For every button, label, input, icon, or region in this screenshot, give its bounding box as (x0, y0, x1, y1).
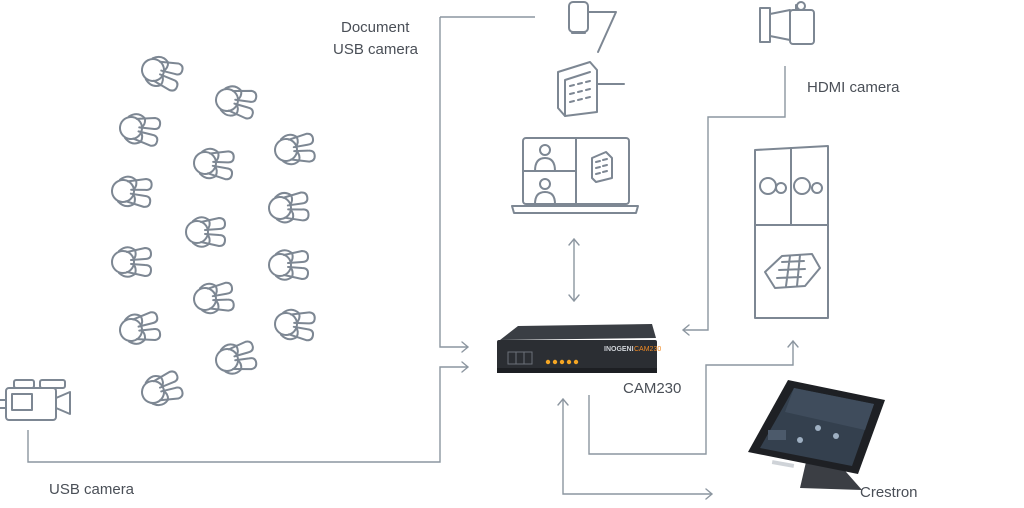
crestron-touch-panel-icon (748, 380, 885, 490)
connection-lines (27, 16, 799, 500)
crestron-wire (562, 400, 711, 495)
device-model-text: CAM230 (634, 346, 661, 353)
hdmi-camera-arrow (681, 324, 690, 336)
doc-camera-arrow (461, 341, 470, 353)
cam230-device: INOGENI CAM230 (497, 324, 661, 373)
laptop-link-arrows (568, 237, 580, 303)
device-brand-text: INOGENI (604, 346, 634, 353)
audience-icon (109, 51, 317, 411)
crestron-arrows (557, 397, 714, 500)
hdmi-camera-wire (683, 66, 786, 331)
doc-camera-wire (439, 17, 467, 348)
document-camera-icon (568, 1, 617, 53)
document-camera-label-line2: USB camera (333, 41, 419, 58)
document-camera-label-line1: Document (341, 19, 410, 36)
usb-video-camera-icon (0, 379, 71, 421)
building-icon (557, 61, 625, 117)
hdmi-camera-label: HDMI camera (807, 79, 900, 96)
room-layout-icon (754, 145, 829, 319)
video-call-laptop-icon (511, 137, 639, 214)
usb-camera-label: USB camera (49, 481, 135, 498)
usb-camera-wire (27, 366, 467, 463)
room-control-wire (588, 342, 794, 455)
hdmi-camera-icon (759, 1, 815, 45)
room-control-arrow (787, 339, 799, 348)
cam230-label: CAM230 (623, 380, 682, 397)
usb-camera-arrow (461, 361, 470, 373)
crestron-label: Crestron (860, 484, 918, 501)
